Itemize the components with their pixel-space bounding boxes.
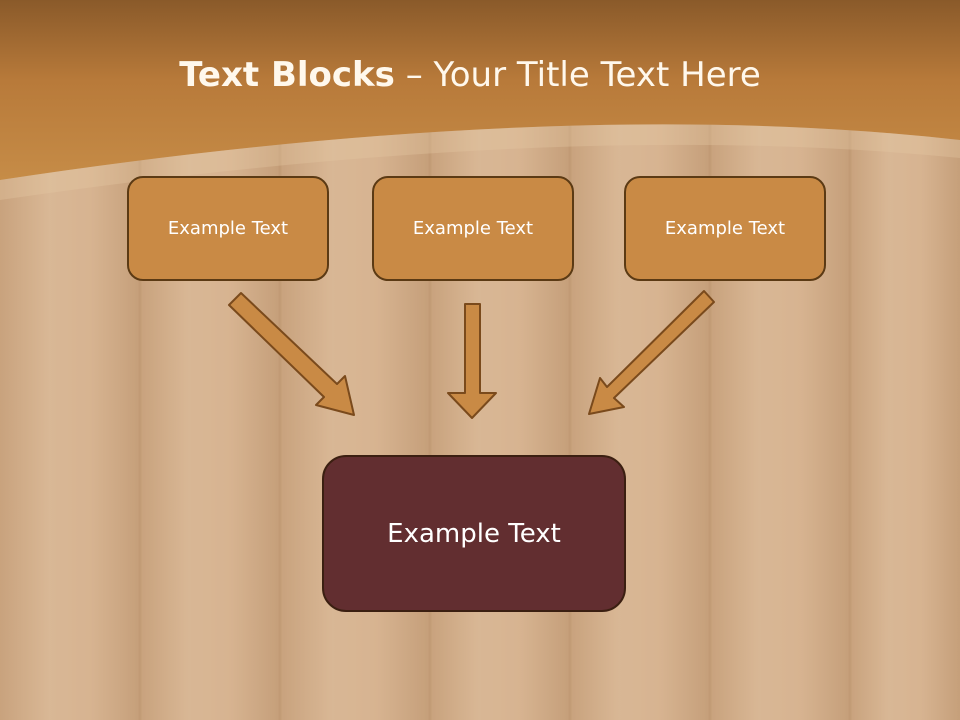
title-rest: – Your Title Text Here (394, 55, 761, 95)
text-box-left[interactable]: Example Text (127, 176, 329, 281)
title-bold: Text Blocks (179, 55, 395, 95)
text-box-bottom-label: Example Text (387, 518, 561, 549)
text-box-right[interactable]: Example Text (624, 176, 826, 281)
header-band (0, 0, 960, 180)
text-box-center[interactable]: Example Text (372, 176, 574, 281)
text-box-center-label: Example Text (412, 218, 534, 239)
arrow-down-icon (447, 303, 497, 419)
page-title: Text Blocks – Your Title Text Here (0, 52, 940, 98)
text-box-left-label: Example Text (167, 218, 289, 239)
arrow-down-right-icon (228, 292, 355, 416)
text-box-right-label: Example Text (664, 218, 786, 239)
text-box-bottom[interactable]: Example Text (322, 455, 626, 612)
arrow-down-left-icon (588, 290, 715, 415)
